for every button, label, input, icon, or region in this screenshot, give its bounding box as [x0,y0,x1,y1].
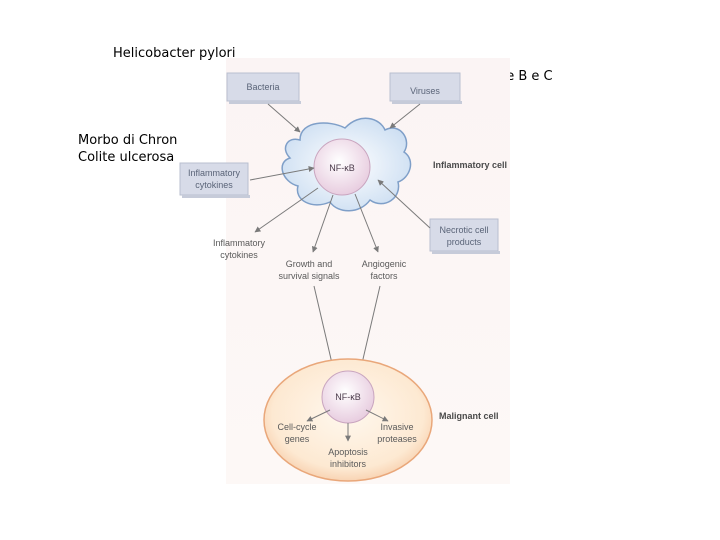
arrow-cytokines-in [249,166,315,181]
inflammatory-cytokines-box-line1: Inflammatory [188,168,241,178]
arrow-bacteria [267,103,301,133]
arrow-invasive [365,409,389,422]
out-cytokines-line2: cytokines [220,250,258,260]
necrotic-cell-box: Necrotic cell products [429,218,500,254]
bacteria-box: Bacteria [226,72,301,104]
note-morbo-di-chron: Morbo di Chron [78,133,178,148]
inflammatory-cytokines-box-line2: cytokines [195,180,233,190]
arrow-angiogenic-to-malignant [358,285,381,373]
out-growth-line2: survival signals [278,271,340,281]
arrow-necrotic [377,179,431,229]
nfkb-top-label: NF-κB [329,163,355,173]
arrow-out-cytokines [254,187,319,233]
note-helicobacter-pylori: Helicobacter pylori [113,46,236,61]
cell-cycle-line1: Cell-cycle [277,422,316,432]
arrow-out-angiogenic [354,193,379,253]
bacteria-label: Bacteria [246,82,279,92]
viruses-box: Viruses [389,72,462,104]
inflammatory-cytokines-box: Inflammatory cytokines [179,162,250,198]
cell-cycle-line2: genes [285,434,310,444]
necrotic-box-line1: Necrotic cell [439,225,488,235]
out-cytokines-line1: Inflammatory [213,238,266,248]
inflammatory-cell-label: Inflammatory cell [433,160,507,170]
out-angiogenic-line1: Angiogenic [362,259,407,269]
invasive-line1: Invasive [380,422,413,432]
invasive-line2: proteases [377,434,417,444]
viruses-label: Viruses [410,86,440,96]
malignant-cell-label: Malignant cell [439,411,499,421]
arrow-cell-cycle [306,409,331,422]
apoptosis-line2: inhibitors [330,459,367,469]
arrow-growth-to-malignant [313,285,336,373]
arrow-viruses [389,103,421,129]
out-angiogenic-line2: factors [370,271,398,281]
note-colite-ulcerosa: Colite ulcerosa [78,150,175,165]
necrotic-box-line2: products [447,237,482,247]
apoptosis-line1: Apoptosis [328,447,368,457]
nfkb-bottom-label: NF-κB [335,392,361,402]
arrow-out-growth [311,194,334,253]
out-growth-line1: Growth and [286,259,333,269]
